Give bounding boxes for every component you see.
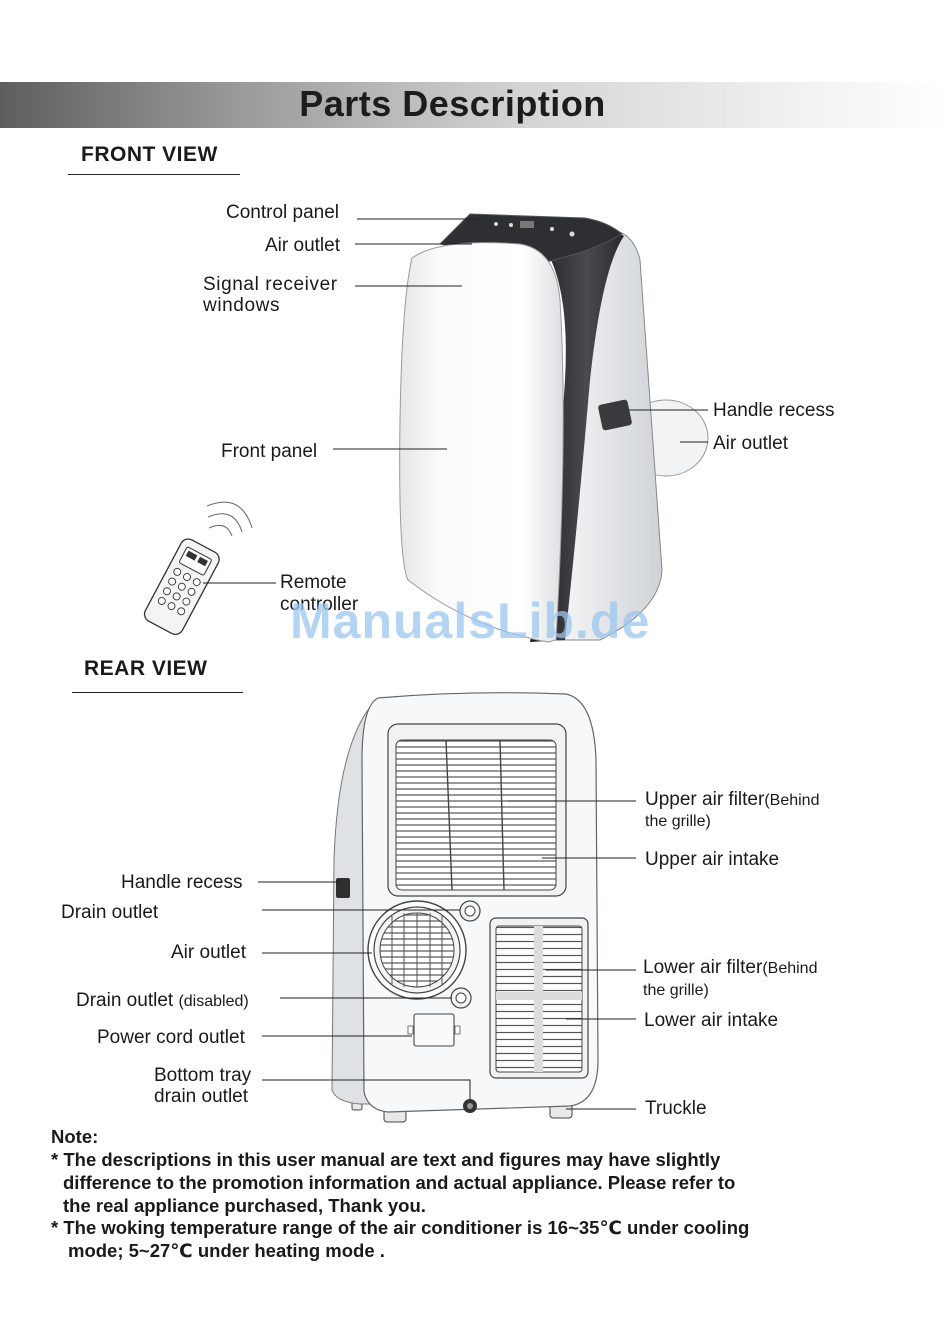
label-lower-air-filter: Lower air filter(Behind [643,957,818,978]
label-front-panel: Front panel [221,441,318,462]
label-drain-outlet-disabled: Drain outlet (disabled) [76,990,249,1011]
label-truckle: Truckle [645,1098,707,1119]
label-upper-air-intake: Upper air intake [645,849,780,870]
label-air-outlet-rear: Air outlet [171,942,246,963]
label-lower-filter-grille: the grille) [643,982,709,999]
label-handle-recess-front: Handle recess [713,400,835,421]
label-drain-outlet: Drain outlet [61,902,159,923]
page-title: Parts Description [299,83,606,124]
label-handle-recess-rear: Handle recess [121,872,243,893]
rear-view-heading: REAR VIEW [84,657,208,680]
label-air-outlet-side: Air outlet [713,433,788,454]
label-upper-air-filter: Upper air filter(Behind [645,789,820,810]
label-bottom-tray-drain: drain outlet [154,1086,249,1107]
label-lower-air-intake: Lower air intake [644,1010,779,1031]
front-leader-lines [203,218,708,584]
note-line-4: * The woking temperature range of the ai… [51,1217,750,1238]
label-upper-filter-grille: the grille) [645,813,711,830]
label-signal-receiver-windows: windows [203,295,281,316]
label-bottom-tray: Bottom tray [154,1065,252,1086]
note-line-1: * The descriptions in this user manual a… [51,1149,721,1170]
label-remote-controller: controller [280,594,359,615]
rear-unit-drawing [331,692,599,1123]
label-signal-receiver: Signal receiver [203,274,338,295]
rear-leader-lines [258,800,636,1110]
watermark: ManualsLib.de [290,593,651,649]
remote-controller-drawing [143,538,220,636]
note-line-5: mode; 5~27℃ under heating mode . [68,1240,385,1261]
note-line-2: difference to the promotion information … [63,1172,736,1193]
label-control-panel: Control panel [226,202,340,223]
front-view-heading: FRONT VIEW [81,143,218,166]
label-air-outlet-top: Air outlet [265,235,340,256]
note-title: Note: [51,1126,99,1147]
front-unit-drawing [399,213,709,643]
label-remote: Remote [280,572,347,593]
rear-view-underline [72,692,243,693]
signal-waves-icon [206,501,253,537]
title-banner [0,82,950,128]
note-line-3: the real appliance purchased, Thank you. [63,1195,426,1216]
label-power-cord-outlet: Power cord outlet [97,1027,245,1048]
front-view-underline [68,174,240,175]
